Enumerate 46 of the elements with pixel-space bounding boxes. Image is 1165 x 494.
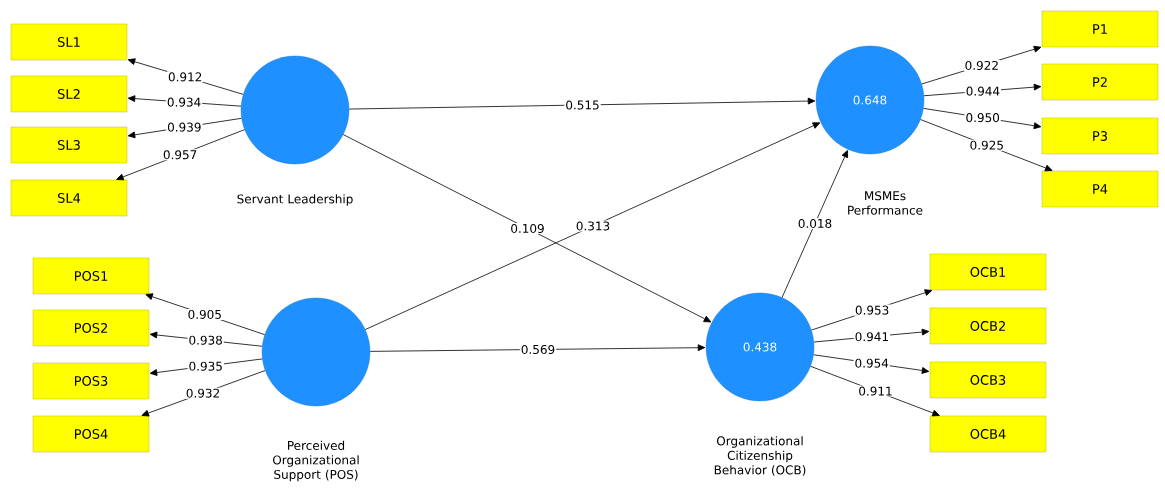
indicator-box: POS2	[32, 309, 150, 347]
indicator-box: P3	[1041, 117, 1159, 155]
edge-label: 0.935	[187, 360, 224, 372]
edge-label: 0.938	[187, 334, 224, 346]
edge-label: 0.922	[963, 59, 1000, 71]
edge-label: 0.911	[857, 385, 894, 397]
arrow	[369, 344, 706, 352]
indicator-box: OCB2	[929, 307, 1047, 345]
edge-label: 0.934	[165, 96, 203, 108]
arrow	[342, 134, 712, 323]
indicator-box: OCB4	[929, 415, 1047, 453]
construct-label: MSMEs Performance	[848, 191, 923, 215]
construct-label: Organizational Citizenship Behavior (OCB)	[714, 436, 806, 476]
indicator-box: P1	[1041, 10, 1159, 48]
indicator-box: P2	[1041, 63, 1159, 101]
indicator-box: SL4	[10, 179, 128, 217]
edge-label: 0.313	[574, 220, 612, 232]
indicator-box: SL2	[10, 75, 128, 113]
indicator-box: POS1	[32, 257, 150, 295]
edge-label: 0.939	[166, 121, 203, 133]
edge-label: 0.515	[564, 99, 601, 111]
arrow	[348, 97, 816, 110]
indicator-box: OCB3	[929, 361, 1047, 399]
construct-label: Perceived Organizational Support (POS)	[273, 440, 359, 482]
indicator-box: SL3	[10, 126, 128, 164]
edge-label: 0.957	[161, 149, 199, 161]
indicator-box: P4	[1041, 170, 1159, 208]
arrow	[781, 150, 848, 298]
arrow	[364, 122, 821, 330]
construct-label: Servant Leadership	[237, 194, 353, 206]
edge-label: 0.109	[509, 222, 546, 235]
edge-label: 0.569	[519, 343, 557, 356]
indicator-box: SL1	[10, 23, 128, 61]
edge-label: 0.944	[964, 85, 1002, 97]
edge-label: 0.950	[964, 112, 1001, 124]
indicator-box: POS3	[32, 362, 150, 400]
edge-label: 0.925	[968, 139, 1005, 151]
edge-label: 0.912	[167, 71, 204, 83]
edge-label: 0.941	[853, 331, 891, 343]
edge-label: 0.018	[796, 217, 834, 230]
edge-label: 0.905	[186, 308, 223, 320]
indicator-box: POS4	[32, 415, 150, 453]
indicator-box: OCB1	[929, 253, 1047, 291]
edge-label: 0.954	[853, 357, 890, 369]
edge-label: 0.953	[853, 304, 891, 316]
edge-label: 0.932	[184, 387, 222, 399]
